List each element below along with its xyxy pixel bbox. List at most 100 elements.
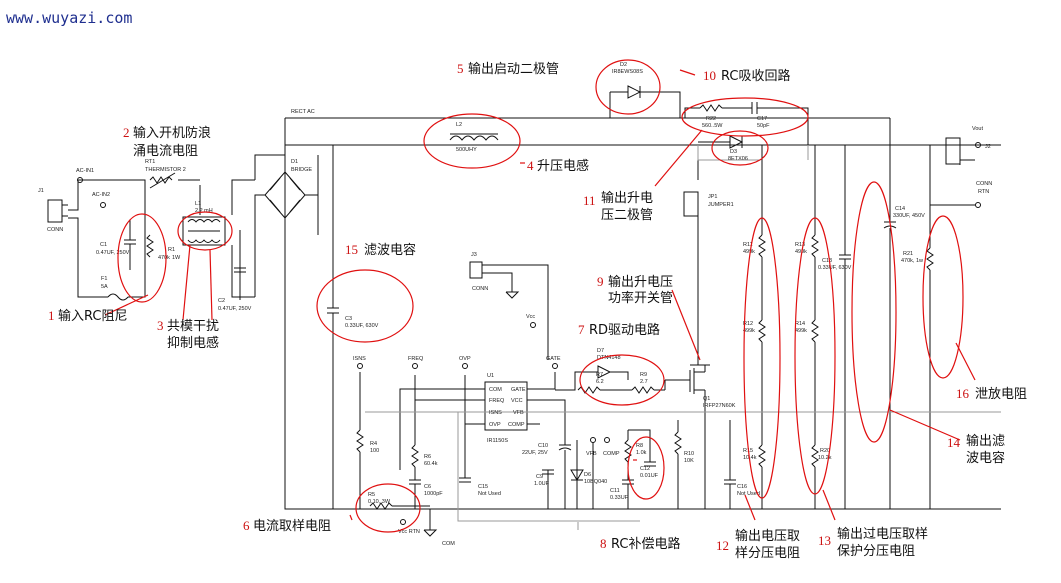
label-c3-val: 0.33UF, 630V: [345, 323, 379, 329]
label-c11-val: 0.33UF: [610, 495, 629, 501]
label-vcc-rtn: Vcc RTN: [398, 529, 420, 535]
label-r11: R11: [743, 242, 753, 248]
label-thermistor: THERMISTOR 2: [145, 167, 186, 173]
annotation-7-num: 7: [578, 322, 585, 337]
label-c6-val: 1000pF: [424, 491, 443, 497]
annotation-9-text2: 功率开关管: [608, 290, 673, 306]
label-r21-val: 470k, 1w: [901, 258, 923, 264]
pin-com: COM: [489, 387, 502, 393]
highlight-12: [743, 217, 781, 499]
annotation-16-num: 16: [956, 386, 970, 401]
label-r1-w: 1W: [172, 255, 181, 261]
label-d2-val: IR8EWS08S: [612, 69, 643, 75]
highlight-3: [177, 211, 233, 251]
label-freq: FREQ: [408, 356, 424, 362]
label-r7: R7: [596, 372, 603, 378]
label-j3-conn: CONN: [472, 286, 488, 292]
annotation-14-text2: 波电容: [966, 450, 1005, 466]
label-ac-in2: AC-IN2: [92, 192, 110, 198]
label-vfb: VFB: [586, 451, 597, 457]
label-rect-ac: RECT AC: [291, 109, 315, 115]
annotation-16-text: 泄放电阻: [975, 387, 1027, 402]
annotation-13-num: 13: [818, 533, 831, 548]
label-r5: R5: [368, 492, 375, 498]
label-r10: R10: [684, 451, 694, 457]
highlight-10: [681, 97, 809, 137]
label-c15: C15: [478, 484, 488, 490]
highlight-7: [579, 354, 665, 406]
highlight-5: [595, 59, 661, 115]
label-c10-val: 22UF, 25V: [522, 450, 548, 456]
label-r13: R13: [795, 242, 805, 248]
annotation-6-num: 6: [243, 518, 250, 533]
label-r10-val: 10K: [684, 458, 694, 464]
label-d3: D3: [730, 149, 737, 155]
label-j1-conn: CONN: [47, 227, 63, 233]
annotation-5-num: 5: [457, 61, 464, 76]
highlight-1: [117, 213, 167, 303]
label-c16-val: Not Used: [737, 491, 760, 497]
pin-comp: COMP: [508, 422, 525, 428]
annotation-8-text: RC补偿电路: [611, 536, 680, 552]
highlight-16: [922, 215, 964, 379]
label-r14-val: 499k: [795, 328, 807, 334]
highlight-13: [794, 217, 836, 495]
annotation-11-num: 11: [583, 193, 596, 208]
label-d3-val: 8ETX06: [728, 156, 748, 162]
annotation-2-text2: 涌电流电阻: [133, 144, 198, 159]
annotation-10-num: 10: [703, 68, 716, 83]
annotation-14-num: 14: [947, 435, 961, 450]
label-l1-val: 2.2 mH: [195, 208, 213, 214]
gray-wiring: [365, 145, 1001, 530]
label-r5-val: 0.10, 3W: [368, 499, 391, 505]
label-r4: R4: [370, 441, 377, 447]
annotations: 1 输入RC阻尼 2 输入开机防浪 涌电流电阻 3 共模干扰 抑制电感 4 升压…: [48, 61, 1027, 561]
label-c6: C6: [424, 484, 431, 490]
label-c10: C10: [538, 443, 548, 449]
label-com: COM: [442, 541, 455, 547]
label-r12: R12: [743, 321, 753, 327]
annotation-4-text: 升压电感: [537, 158, 589, 174]
label-gate: GATE: [546, 356, 561, 362]
annotation-3-num: 3: [157, 318, 164, 333]
annotation-4-num: 4: [527, 158, 534, 173]
annotation-2-text: 输入开机防浪: [133, 125, 211, 141]
label-r22: R22: [706, 116, 716, 122]
annotation-13-text: 输出过电压取样: [837, 526, 928, 542]
label-r1-val: 470k: [158, 255, 170, 261]
label-jp1-val: JUMPER1: [708, 202, 734, 208]
label-c2: C2: [218, 298, 225, 304]
label-r9: R9: [640, 372, 647, 378]
highlight-marks: [104, 59, 976, 533]
label-jp1: JP1: [708, 194, 717, 200]
label-r14: R14: [795, 321, 805, 327]
annotation-15-num: 15: [345, 242, 358, 257]
label-r13-val: 499k: [795, 249, 807, 255]
label-isns: ISNS: [353, 356, 366, 362]
highlight-4: [423, 113, 521, 169]
label-ac-in1: AC-IN1: [76, 168, 94, 174]
label-j3: J3: [471, 252, 477, 258]
annotation-11-text: 输出升电: [601, 190, 653, 206]
highlight-15: [316, 269, 414, 343]
label-r9-val: 2.7: [640, 379, 648, 385]
label-r20-val: 10.2k: [818, 455, 832, 461]
label-c9: C9: [536, 474, 543, 480]
wiring: [47, 85, 1001, 537]
label-c11: C11: [610, 488, 620, 494]
annotation-3-text: 共模干扰: [167, 319, 219, 334]
label-vcc: Vcc: [526, 314, 535, 320]
label-l2: L2: [456, 122, 462, 128]
annotation-6-text: 电流取样电阻: [253, 519, 331, 534]
annotation-11-text2: 压二极管: [601, 208, 653, 223]
annotation-9-num: 9: [597, 274, 604, 289]
label-c14: C14: [895, 206, 905, 212]
label-d6: D6: [584, 472, 591, 478]
label-c13-val: 0.33UF, 630V: [818, 265, 852, 271]
highlight-14: [851, 181, 897, 443]
label-d7-val: DTN4148: [597, 355, 621, 361]
label-r6-val: 60.4k: [424, 461, 438, 467]
label-c14-val: 330UF, 450V: [893, 213, 925, 219]
pin-ovp: OVP: [489, 422, 501, 428]
